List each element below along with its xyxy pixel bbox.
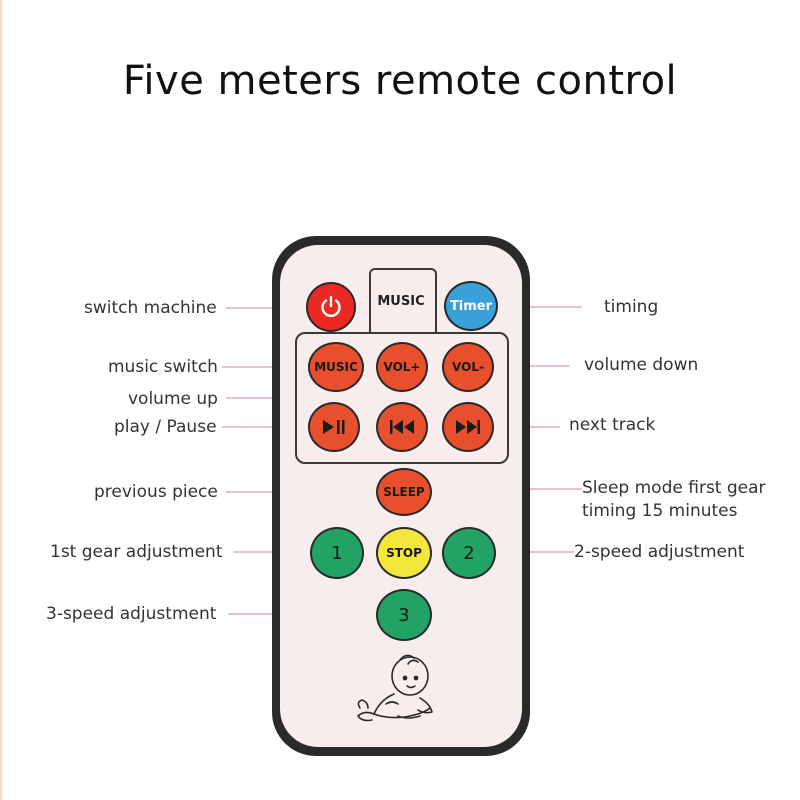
- callout-sleep-line2: timing 15 minutes: [582, 501, 738, 521]
- callout-timing: timing: [604, 297, 659, 317]
- callout-volume-up: volume up: [128, 389, 218, 409]
- power-button[interactable]: [306, 282, 356, 332]
- vol-down-label: VOL-: [452, 360, 484, 374]
- vol-up-label: VOL+: [383, 360, 421, 374]
- stop-button-label: STOP: [386, 546, 422, 560]
- crawling-baby-icon: [357, 654, 433, 722]
- power-icon: [321, 295, 341, 318]
- page-title: Five meters remote control: [122, 58, 678, 104]
- callout-speed2: 2-speed adjustment: [574, 542, 745, 562]
- timer-button-label: Timer: [449, 298, 493, 314]
- left-edge-rule: [0, 0, 2, 800]
- next-track-icon: [456, 420, 480, 434]
- callout-music-switch: music switch: [108, 357, 218, 377]
- timer-button[interactable]: Timer: [444, 281, 498, 331]
- callout-gear1: 1st gear adjustment: [50, 542, 223, 562]
- callout-switch-machine: switch machine: [84, 298, 217, 318]
- callout-play-pause: play / Pause: [114, 417, 217, 437]
- callout-volume-down: volume down: [584, 355, 699, 375]
- gear-1-button[interactable]: 1: [310, 527, 364, 579]
- sleep-button-label: SLEEP: [383, 485, 425, 499]
- volume-down-button[interactable]: VOL-: [442, 342, 494, 392]
- play-pause-icon: [323, 420, 345, 434]
- gear-3-button[interactable]: 3: [376, 589, 432, 641]
- gear-1-label: 1: [331, 542, 343, 564]
- music-frame-label: MUSIC: [377, 294, 425, 309]
- sleep-button[interactable]: SLEEP: [376, 468, 432, 516]
- music-cluster-frame: [295, 332, 509, 464]
- gear-2-button[interactable]: 2: [442, 527, 496, 579]
- music-button-label: MUSIC: [314, 360, 358, 374]
- volume-up-button[interactable]: VOL+: [376, 342, 428, 392]
- gear-2-label: 2: [463, 542, 475, 564]
- callout-previous-piece: previous piece: [94, 482, 218, 502]
- callout-next-track: next track: [569, 415, 656, 435]
- next-track-button[interactable]: [442, 402, 494, 452]
- callout-speed3: 3-speed adjustment: [46, 604, 217, 624]
- gear-3-label: 3: [398, 604, 410, 626]
- music-frame: [369, 268, 437, 334]
- previous-track-icon: [390, 420, 414, 434]
- callout-sleep-line1: Sleep mode first gear: [582, 478, 766, 498]
- play-pause-button[interactable]: [308, 402, 360, 452]
- stop-button[interactable]: STOP: [376, 527, 432, 579]
- music-switch-button[interactable]: MUSIC: [308, 342, 364, 392]
- previous-track-button[interactable]: [376, 402, 428, 452]
